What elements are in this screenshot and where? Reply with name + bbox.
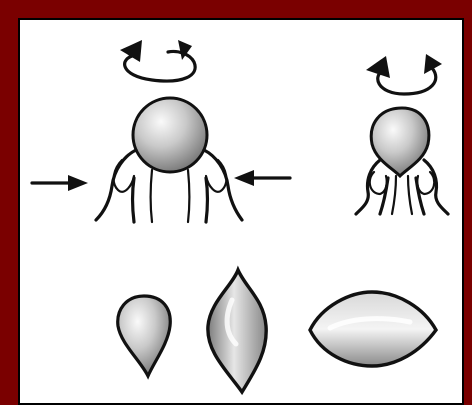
ball-between-fingers [133, 98, 207, 172]
rotation-arrow-left [120, 40, 195, 81]
shape-lens [310, 292, 436, 366]
teardrop-between-fingers [371, 108, 429, 176]
pressure-arrow-right [234, 170, 290, 186]
shape-teardrop [118, 296, 171, 376]
shape-spindle [208, 270, 266, 392]
pressure-arrow-left [32, 175, 88, 191]
rotation-arrow-right [366, 54, 442, 94]
